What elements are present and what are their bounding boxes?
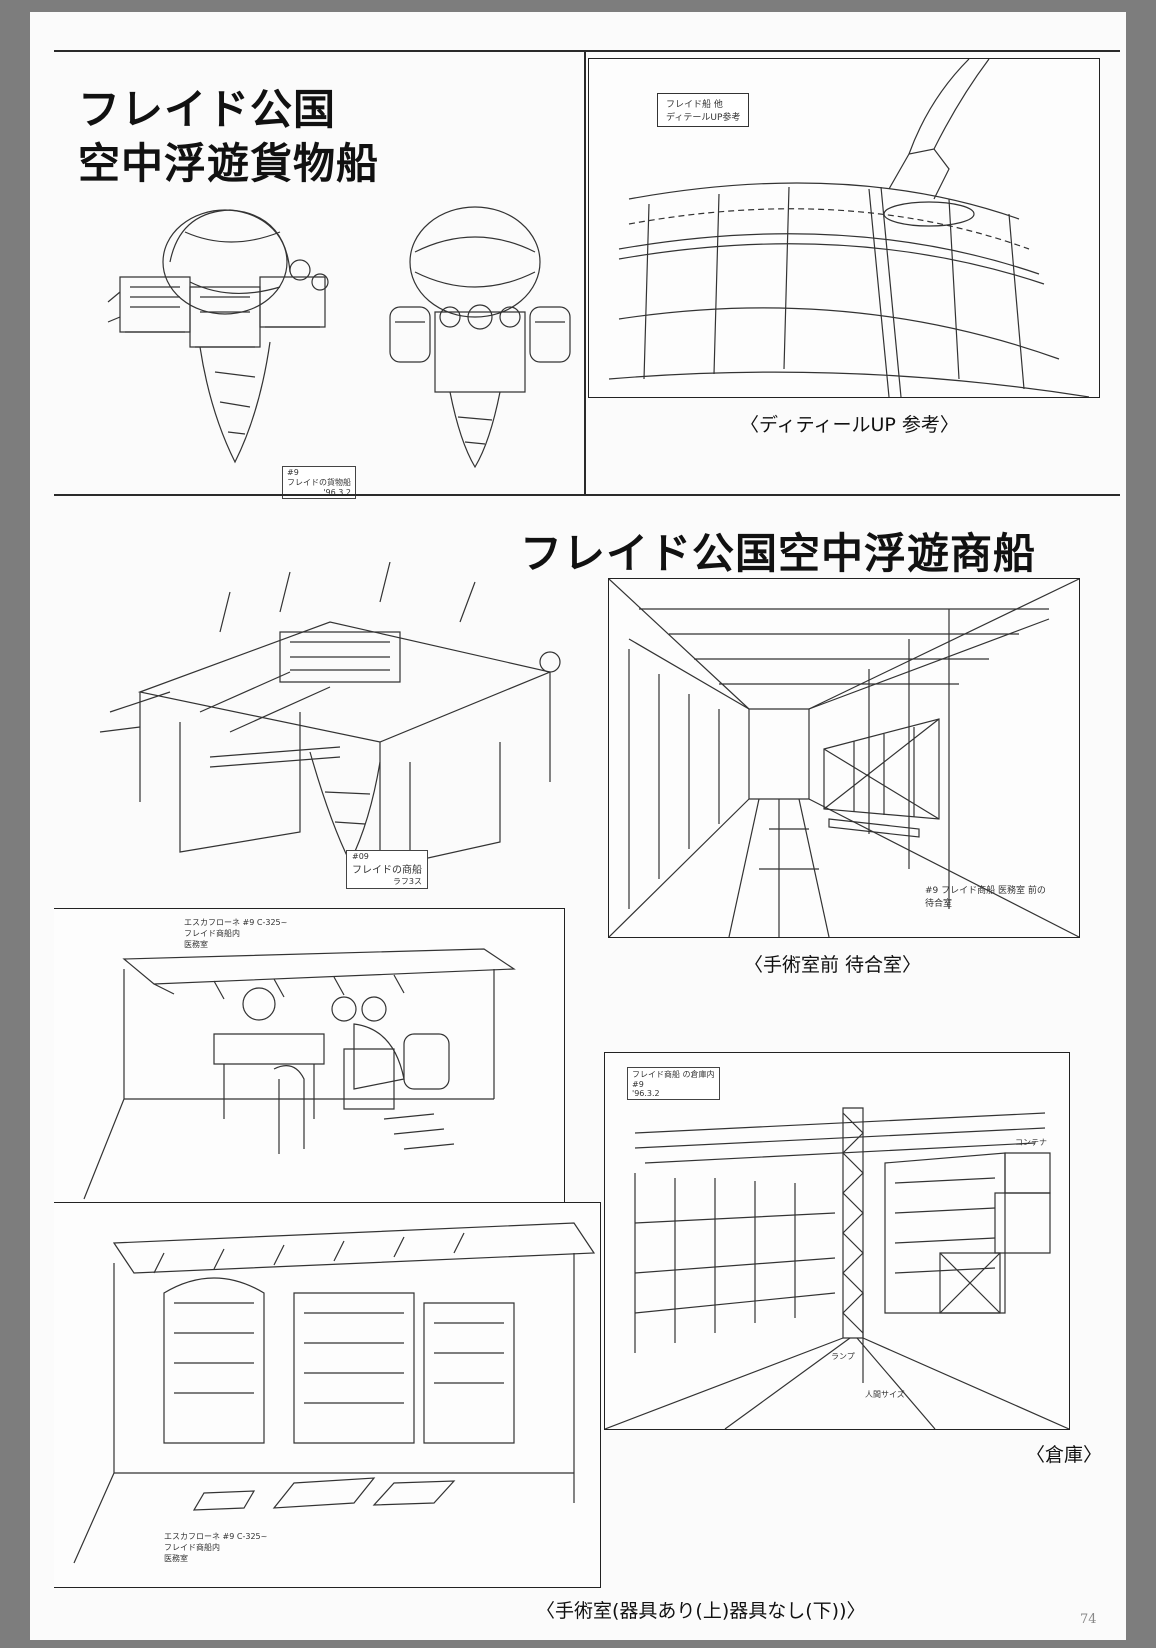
hull-detail-sketch xyxy=(589,59,1099,397)
page-number: 74 xyxy=(1080,1612,1097,1627)
cargo-ship-title-line2: 空中浮遊貨物船 xyxy=(78,139,380,188)
cargo-stamp-line1: #9 xyxy=(287,468,299,477)
warehouse-panel: フレイド商船 の倉庫内 #9 '96.3.2 コンテナ xyxy=(604,1052,1070,1430)
waiting-room-note: #9 フレイド商船 医務室 前の 待合室 xyxy=(925,886,1046,909)
cargo-ship-side-view-sketch xyxy=(90,192,350,477)
surgery-room-lower-panel: エスカフローネ #9 C-325~ フレイド商船内 医務室 xyxy=(54,1202,601,1588)
waiting-room-panel: #9 フレイド商船 医務室 前の 待合室 xyxy=(608,578,1080,938)
surgery-stamp-upper: エスカフローネ #9 C-325~ フレイド商船内 医務室 xyxy=(184,917,287,950)
warehouse-stamp-line3: '96.3.2 xyxy=(632,1089,660,1098)
detail-up-panel: フレイド船 他 ディテールUP参考 xyxy=(588,58,1100,398)
detail-note-line2: ディテールUP参考 xyxy=(666,113,741,123)
detail-note-box: フレイド船 他 ディテールUP参考 xyxy=(657,93,750,127)
merchant-stamp-line3: ラフ3ス xyxy=(392,877,422,886)
surgery-room-without-instruments-sketch xyxy=(54,1203,600,1587)
warehouse-caption: 〈倉庫〉 xyxy=(1026,1444,1103,1466)
merchant-ship-title: フレイド公国空中浮遊商船 xyxy=(520,529,1037,578)
warehouse-stamp: フレイド商船 の倉庫内 #9 '96.3.2 xyxy=(627,1067,720,1100)
detail-note-line1: フレイド船 他 xyxy=(666,100,723,110)
warehouse-label-lamp: ランプ xyxy=(831,1352,855,1361)
mid-rule xyxy=(54,494,1120,496)
surgery-room-caption: 〈手術室(器具あり(上)器具なし(下))〉 xyxy=(536,1600,866,1622)
detail-up-caption: 〈ディティールUP 参考〉 xyxy=(740,414,959,436)
surgery-stamp-lower: エスカフローネ #9 C-325~ フレイド商船内 医務室 xyxy=(164,1531,267,1564)
merchant-ship-stamp: #09 フレイドの商船 ラフ3ス xyxy=(346,850,428,889)
merchant-stamp-line2: フレイドの商船 xyxy=(352,865,422,876)
cargo-ship-title-line1: フレイド公国 xyxy=(78,85,337,134)
waiting-room-caption: 〈手術室前 待合室〉 xyxy=(744,954,922,976)
merchant-stamp-line1: #09 xyxy=(352,852,369,861)
surgery-room-upper-panel: エスカフローネ #9 C-325~ フレイド商船内 医務室 xyxy=(54,908,565,1204)
top-divider-vertical xyxy=(584,50,586,494)
surgery-room-with-instruments-sketch xyxy=(54,909,564,1203)
top-rule xyxy=(54,50,1120,52)
warehouse-label-human-size: 人間サイズ xyxy=(865,1390,905,1399)
surgery-stamp-upper-line1: エスカフローネ #9 C-325~ xyxy=(184,918,288,927)
warehouse-interior-sketch xyxy=(605,1053,1069,1429)
merchant-ship-rough-sketch xyxy=(80,562,620,892)
cargo-ship-date-stamp: #9 フレイドの貨物船 '96.3.2 xyxy=(282,466,356,499)
waiting-room-corridor-sketch xyxy=(609,579,1079,937)
surgery-stamp-lower-line2: フレイド商船内 xyxy=(164,1543,220,1552)
cargo-stamp-line3: '96.3.2 xyxy=(323,488,351,497)
warehouse-stamp-line2: #9 xyxy=(632,1080,644,1089)
surgery-stamp-upper-line2: フレイド商船内 xyxy=(184,929,240,938)
surgery-stamp-lower-line3: 医務室 xyxy=(164,1554,188,1563)
surgery-stamp-upper-line3: 医務室 xyxy=(184,940,208,949)
cargo-ship-front-view-sketch xyxy=(370,192,590,477)
artbook-page: フレイド公国 空中浮遊貨物船 xyxy=(30,12,1126,1640)
surgery-stamp-lower-line1: エスカフローネ #9 C-325~ xyxy=(164,1532,268,1541)
warehouse-stamp-line1: フレイド商船 の倉庫内 xyxy=(632,1070,715,1079)
cargo-stamp-line2: フレイドの貨物船 xyxy=(287,478,351,487)
warehouse-label-container: コンテナ xyxy=(1015,1138,1047,1147)
